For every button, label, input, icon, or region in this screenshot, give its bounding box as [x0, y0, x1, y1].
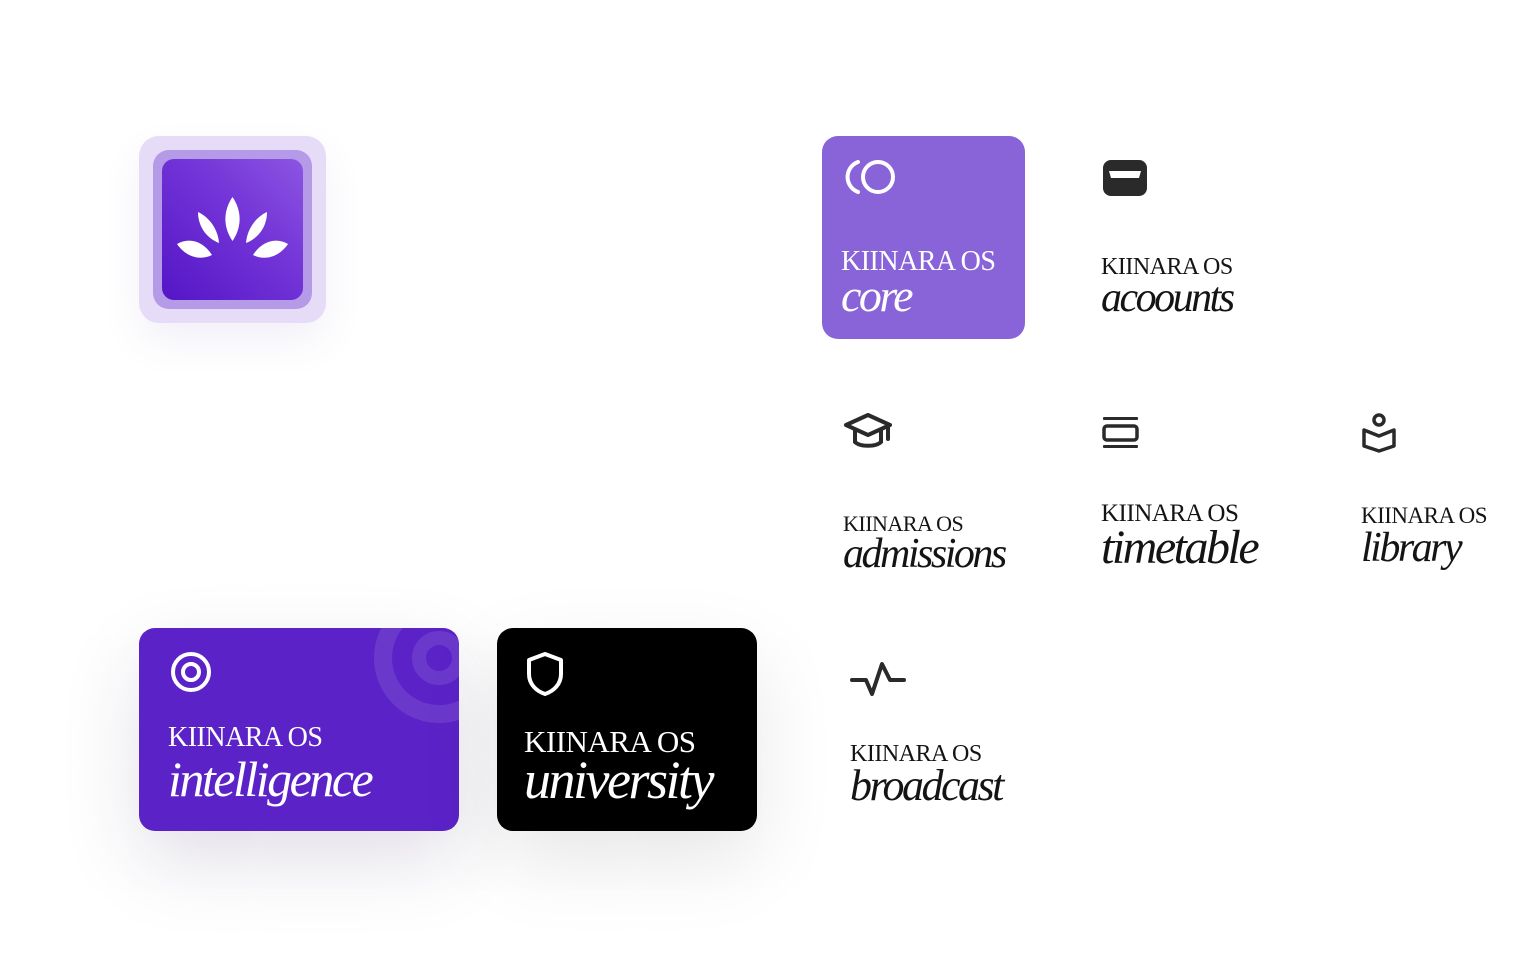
shield-icon	[527, 652, 563, 696]
schedule-rows-icon	[1102, 417, 1139, 448]
graduation-cap-icon	[844, 413, 892, 448]
library-name: library	[1361, 525, 1463, 571]
core-card-name: core	[841, 270, 914, 321]
timetable-name: timetable	[1101, 521, 1260, 574]
admissions-name: admissions	[843, 531, 1007, 577]
accounts-name: acoounts	[1101, 275, 1235, 321]
wallet-icon	[1103, 160, 1147, 196]
admissions-kicker: KIINARA OS	[843, 511, 964, 536]
university-card-kicker: KIINARA OS	[524, 724, 696, 759]
intelligence-card-kicker: KIINARA OS	[168, 722, 323, 753]
decorative-rings	[374, 628, 459, 723]
target-icon	[171, 652, 211, 692]
pulse-icon	[850, 662, 906, 696]
timetable-kicker: KIINARA OS	[1101, 500, 1239, 527]
library-kicker: KIINARA OS	[1361, 503, 1487, 528]
broadcast-name: broadcast	[850, 761, 1004, 810]
university-card: KIINARA OS university	[497, 628, 757, 831]
intelligence-card-name: intelligence	[168, 751, 374, 807]
intelligence-card: KIINARA OS intelligence	[139, 628, 459, 831]
core-card: KIINARA OS core	[822, 136, 1025, 339]
accounts-kicker: KIINARA OS	[1101, 254, 1233, 280]
ring-icon	[845, 160, 895, 194]
book-reader-icon	[1362, 413, 1396, 453]
university-card-name: university	[524, 750, 714, 810]
broadcast-kicker: KIINARA OS	[850, 741, 982, 767]
core-card-kicker: KIINARA OS	[841, 246, 996, 277]
app-icon	[162, 159, 303, 300]
lotus-icon	[177, 197, 288, 258]
